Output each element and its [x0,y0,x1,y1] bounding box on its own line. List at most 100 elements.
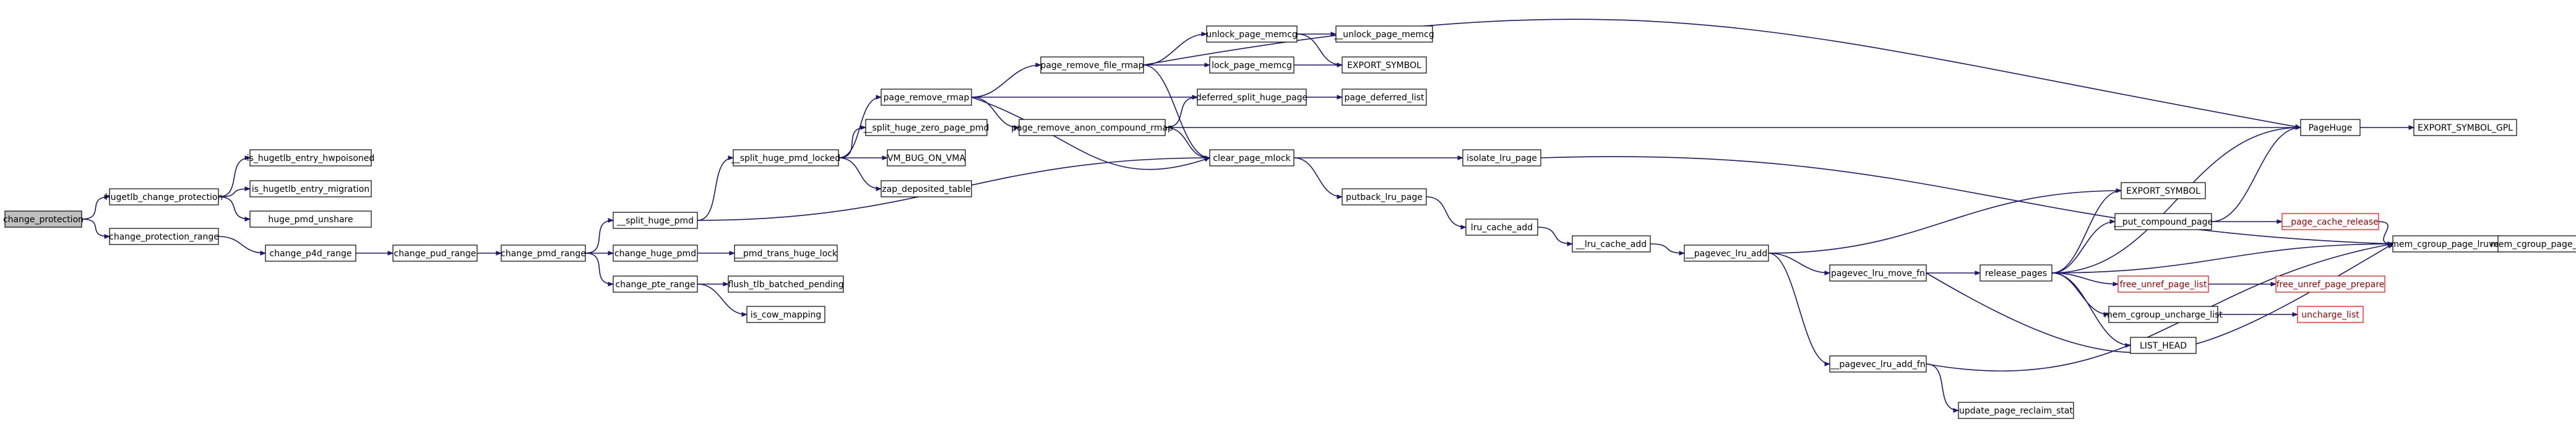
node-box [613,212,698,229]
node-box [734,244,838,262]
node-label: zap_deposited_table [882,184,970,194]
node-free-unref-page-prepare[interactable]: free_unref_page_prepare [2275,275,2385,293]
node-box [1209,149,1294,167]
node-lru-cache-add[interactable]: __lru_cache_add [1572,235,1651,253]
call-edge [1926,244,2393,372]
node-change-pmd-range[interactable]: change_pmd_range [501,244,586,262]
node-release-pages[interactable]: release_pages [1979,264,2053,282]
node-clear-page-mlock[interactable]: clear_page_mlock [1209,149,1294,167]
node-box [733,149,839,167]
node-deferred-split-huge-page[interactable]: deferred_split_huge_page [1196,89,1307,106]
node-hugetlb-change-protection[interactable]: hugetlb_change_protection [105,188,223,206]
node-label: is_hugetlb_entry_migration [252,184,369,194]
node-change-pud-range[interactable]: change_pud_range [392,244,478,262]
node-split-huge-pmd[interactable]: __split_huge_pmd [613,212,698,229]
node-box [265,244,356,262]
call-edge [838,157,881,189]
node-box [1462,149,1541,167]
node-uncharge-list[interactable]: uncharge_list [2297,306,2364,323]
node-label: update_page_reclaim_stat [1959,406,2073,416]
node-page-deferred-list[interactable]: page_deferred_list [1342,89,1427,106]
node-unlock-page-memcg[interactable]: unlock_page_memcg [1206,25,1298,43]
node-label: page_remove_file_rmap [1040,61,1144,71]
call-edge [1768,191,2121,254]
call-edge [1165,127,1210,158]
node-is-hugetlb-entry-migration[interactable]: is_hugetlb_entry_migration [249,180,372,197]
node-box [109,188,219,206]
node-change-protection-range[interactable]: change_protection_range [109,228,219,245]
node-label: __pagevec_lru_add_fn [1830,360,1925,370]
call-edge [1768,253,1830,364]
node-pagevec-lru-add[interactable]: __pagevec_lru_add [1684,244,1769,262]
node-page-cache-release[interactable]: __page_cache_release [2281,213,2379,230]
node-label: change_huge_pmd [614,249,696,259]
node-putback-lru-page[interactable]: putback_lru_page [1342,188,1427,206]
node-put-compound-page[interactable]: __put_compound_page [2113,213,2213,230]
node-label: change_protection [3,215,84,225]
node-change-pte-range[interactable]: change_pte_range [613,275,698,293]
node-mem-cgroup-uncharge-list[interactable]: mem_cgroup_uncharge_list [2104,306,2223,323]
node-lru-cache-add[interactable]: lru_cache_add [1465,218,1538,236]
node-is-hugetlb-entry-hwpoisoned[interactable]: is_hugetlb_entry_hwpoisoned [247,149,375,167]
node-label: LIST_HEAD [2140,341,2187,351]
node-box [887,149,966,167]
node-page-remove-rmap[interactable]: page_remove_rmap [881,89,972,106]
node-label: is_hugetlb_entry_hwpoisoned [247,154,375,163]
node-export-symbol-mid[interactable]: EXPORT_SYMBOL [2121,182,2206,199]
node-split-huge-zero-page-pmd[interactable]: __split_huge_zero_page_pmd [863,119,989,136]
node-label: PageHuge [2309,123,2353,133]
node-label: is_cow_mapping [751,310,822,320]
node-page-remove-file-rmap[interactable]: page_remove_file_rmap [1040,56,1144,74]
call-edge [1540,156,2393,244]
node-unlock-page-memcg[interactable]: __unlock_page_memcg [1333,25,1434,43]
node-split-huge-pmd-locked[interactable]: __split_huge_pmd_locked [731,149,840,167]
node-pagevec-lru-move-fn[interactable]: pagevec_lru_move_fn [1829,264,1927,282]
node-label: putback_lru_page [1346,193,1423,202]
call-edge [1143,34,1207,66]
call-edge [218,158,250,197]
call-edge [218,189,250,197]
node-mem-cgroup-page-nodeinfo[interactable]: mem_cgroup_page_nodeinfo [2490,235,2576,253]
node-label: flush_tlb_batched_pending [728,280,843,290]
node-export-symbol-top[interactable]: EXPORT_SYMBOL [1342,56,1427,74]
node-label: __split_huge_pmd [616,216,694,226]
node-pagevec-lru-add-fn[interactable]: __pagevec_lru_add_fn [1829,355,1927,373]
node-lock-page-memcg[interactable]: lock_page_memcg [1209,56,1294,74]
node-isolate-lru-page[interactable]: isolate_lru_page [1462,149,1541,167]
node-pagehuge[interactable]: PageHuge [2300,119,2361,136]
node-flush-tlb-batched-pending[interactable]: flush_tlb_batched_pending [728,275,844,293]
node-label: free_unref_page_prepare [2277,280,2385,290]
call-edge [585,220,613,254]
node-export-symbol-gpl[interactable]: EXPORT_SYMBOL_GPL [2413,119,2517,136]
node-label: change_pte_range [615,280,695,290]
node-label: pagevec_lru_move_fn [1831,269,1925,279]
node-vm-bug-on-vma[interactable]: VM_BUG_ON_VMA [887,149,966,167]
node-label: deferred_split_huge_page [1196,93,1307,103]
node-label: EXPORT_SYMBOL_GPL [2418,123,2513,133]
call-edge [1426,196,1466,227]
node-free-unref-page-list[interactable]: free_unref_page_list [2117,275,2209,293]
node-mem-cgroup-page-lruvec[interactable]: mem_cgroup_page_lruvec [2390,235,2504,253]
call-edge [2051,222,2115,274]
node-box [881,180,972,197]
node-huge-pmd-unshare[interactable]: huge_pmd_unshare [249,210,372,228]
node-box [865,119,988,136]
node-pmd-trans-huge-lock[interactable]: __pmd_trans_huge_lock [734,244,838,262]
call-edge [81,218,110,236]
call-edge [2051,272,2109,314]
node-is-cow-mapping[interactable]: is_cow_mapping [746,306,825,323]
node-list-head[interactable]: LIST_HEAD [2130,337,2197,354]
node-zap-deposited-table[interactable]: zap_deposited_table [881,180,972,197]
call-edge [585,253,613,284]
node-change-p4d-range[interactable]: change_p4d_range [265,244,356,262]
node-page-remove-anon-compound-rmap[interactable]: page_remove_anon_compound_rmap [1011,119,1173,136]
node-update-page-reclaim-stat[interactable]: update_page_reclaim_stat [1958,402,2074,419]
node-box [1342,89,1427,106]
node-box [1829,355,1927,373]
node-box [2275,275,2385,293]
call-edge [81,197,110,220]
call-edge [697,158,733,221]
node-change-huge-pmd[interactable]: change_huge_pmd [613,244,698,262]
call-edge [838,97,881,158]
node-box [1342,188,1427,206]
